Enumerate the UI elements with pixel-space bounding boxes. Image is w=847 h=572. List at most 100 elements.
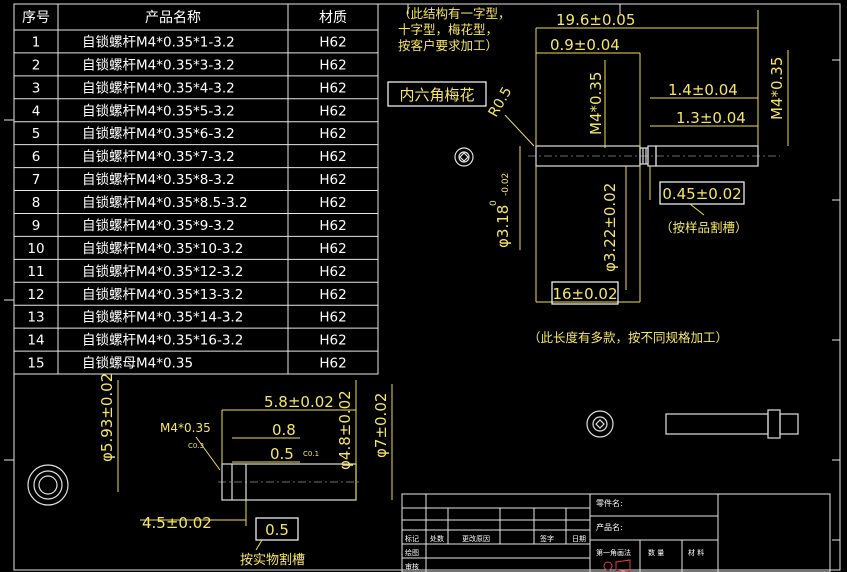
table-cell-no: 14 [27, 333, 44, 349]
tb-projection: 第一角画法 [596, 548, 631, 557]
projection-symbol-icon [603, 559, 631, 572]
table-cell-no: 11 [27, 264, 44, 280]
nut-thread-label: M4*0.35 [160, 421, 211, 435]
assembly-preview [586, 409, 799, 439]
screw-structure-note-line1: （此结构有一字型， [398, 6, 511, 21]
groove-width-box [659, 181, 745, 205]
screw-structure-note-line3: 按客户要求加工） [398, 38, 498, 53]
table-cell-material: H62 [319, 149, 346, 165]
table-cell-name: 自锁螺杆M4*0.35*6-3.2 [82, 126, 235, 142]
screw-0-9-dim: 0.9±0.04 [550, 36, 620, 54]
table-cell-name: 自锁螺杆M4*0.35*1-3.2 [82, 35, 235, 51]
nut-groove-note: 按实物割槽 [240, 552, 305, 568]
screw-length-note: （此长度有多款，按不同规格加工） [528, 330, 728, 345]
tb-check: 审核 [405, 562, 419, 571]
screw-structure-note-line2: 十字型，梅花型， [398, 22, 498, 37]
nut-chamfer-c01: C0.1 [303, 450, 319, 458]
nut-dia-48-dim: φ4.8±0.02 [336, 390, 354, 470]
table-cell-name: 自锁螺杆M4*0.35*7-3.2 [82, 149, 235, 165]
table-cell-name: 自锁螺杆M4*0.35*9-3.2 [82, 218, 235, 234]
table-cell-no: 15 [27, 356, 44, 372]
radius-leader [504, 114, 535, 147]
screw-total-length-dim: 19.6±0.05 [556, 11, 635, 29]
table-cell-name: 自锁螺杆M4*0.35*5-3.2 [82, 103, 235, 119]
table-cell-name: 自锁螺杆M4*0.35*8.5-3.2 [82, 195, 248, 211]
tb-qty-count: 处数 [430, 534, 444, 543]
screw-side-view [528, 145, 780, 167]
table-cell-name: 自锁螺杆M4*0.35*10-3.2 [82, 241, 243, 257]
tb-quantity: 数 量 [648, 548, 664, 557]
screw-thread-dim-right: M4*0.35 [768, 57, 786, 120]
table-border [13, 3, 379, 375]
tb-date: 日期 [572, 535, 586, 543]
screw-thread-dim-left: M4*0.35 [587, 72, 605, 135]
tb-mark: 标记 [405, 534, 419, 543]
table-cell-material: H62 [319, 35, 346, 51]
table-cell-material: H62 [319, 57, 346, 73]
table-header-material: 材质 [319, 10, 347, 26]
table-cell-material: H62 [319, 172, 346, 188]
assembly-shank [665, 413, 769, 435]
table-header-no: 序号 [22, 10, 50, 26]
screw-drawing: （此结构有一字型， 十字型，梅花型， 按客户要求加工） 内六角梅花 R0.5 1… [387, 6, 789, 345]
table-cell-name: 自锁螺杆M4*0.35*14-3.2 [82, 310, 243, 326]
table-cell-no: 6 [32, 149, 41, 165]
part-name-label: 零件名: [596, 498, 623, 508]
nut-0-8-dim: 0.8 [272, 421, 296, 439]
table-cell-name: 自锁螺杆M4*0.35*8-3.2 [82, 172, 235, 188]
nut-groove-width: 0.5 [265, 521, 289, 539]
table-cell-no: 8 [32, 195, 41, 211]
screw-dia-318-tol-upper: 0 [489, 200, 499, 206]
screw-groove-note: （按样品割槽） [660, 220, 748, 235]
nut-drawing: φ5.93±0.02 M4*0.35 C0.3 5.8±0.02 0.8 0.5… [98, 373, 393, 568]
nut-4-5-dim: 4.5±0.02 [142, 514, 212, 532]
radius-label: R0.5 [486, 84, 516, 120]
drive-type-label: 内六角梅花 [399, 86, 474, 104]
table-header-name: 产品名称 [145, 10, 201, 26]
drive-type-box [387, 81, 487, 107]
table-cell-no: 2 [32, 57, 41, 73]
nut-dia-593-dim: φ5.93±0.02 [98, 373, 116, 462]
table-cell-no: 1 [32, 35, 41, 51]
table-cell-no: 10 [27, 241, 44, 257]
screw-dia-318-tol-lower: -0.02 [501, 173, 511, 196]
title-block: 零件名: 产品名: 标记 处数 更改原因 签字 日期 绘图 审核 第一角画法 数… [401, 493, 831, 572]
table-cell-material: H62 [319, 287, 346, 303]
screw-end-view [454, 147, 474, 167]
tb-material: 材 料 [688, 548, 704, 557]
table-cell-material: H62 [319, 195, 346, 211]
table-cell-name: 自锁螺杆M4*0.35*16-3.2 [82, 333, 243, 349]
tb-draw: 绘图 [405, 548, 419, 557]
table-cell-material: H62 [319, 310, 346, 326]
nut-dia-7-dim: φ7±0.02 [372, 393, 390, 458]
table-cell-material: H62 [319, 103, 346, 119]
table-cell-material: H62 [319, 333, 346, 349]
table-cell-material: H62 [319, 241, 346, 257]
table-cell-no: 4 [32, 103, 41, 119]
product-name-label: 产品名: [596, 522, 623, 532]
table-cell-no: 13 [27, 310, 44, 326]
screw-16-dim: 16±0.02 [552, 285, 617, 303]
table-cell-material: H62 [319, 126, 346, 142]
table-cell-name: 自锁螺杆M4*0.35*3-3.2 [82, 57, 235, 73]
table-cell-material: H62 [319, 356, 346, 372]
table-cell-material: H62 [319, 264, 346, 280]
table-cell-no: 12 [27, 287, 44, 303]
table-cell-material: H62 [319, 80, 346, 96]
nut-groove-box [255, 517, 299, 541]
table-cell-material: H62 [319, 218, 346, 234]
table-cell-no: 5 [32, 126, 41, 142]
nut-end-view [27, 464, 69, 506]
screw-groove-dim: 0.45±0.02 [662, 185, 741, 203]
table-cell-name: 自锁螺母M4*0.35 [82, 356, 193, 372]
screw-length-box [551, 281, 619, 305]
table-cell-name: 自锁螺杆M4*0.35*13-3.2 [82, 287, 243, 303]
screw-1-4-dim: 1.4±0.04 [668, 81, 738, 99]
screw-dia-322-dim: φ3.22±0.02 [601, 183, 619, 272]
table-cell-no: 7 [32, 172, 41, 188]
table-cell-name: 自锁螺杆M4*0.35*4-3.2 [82, 80, 235, 96]
